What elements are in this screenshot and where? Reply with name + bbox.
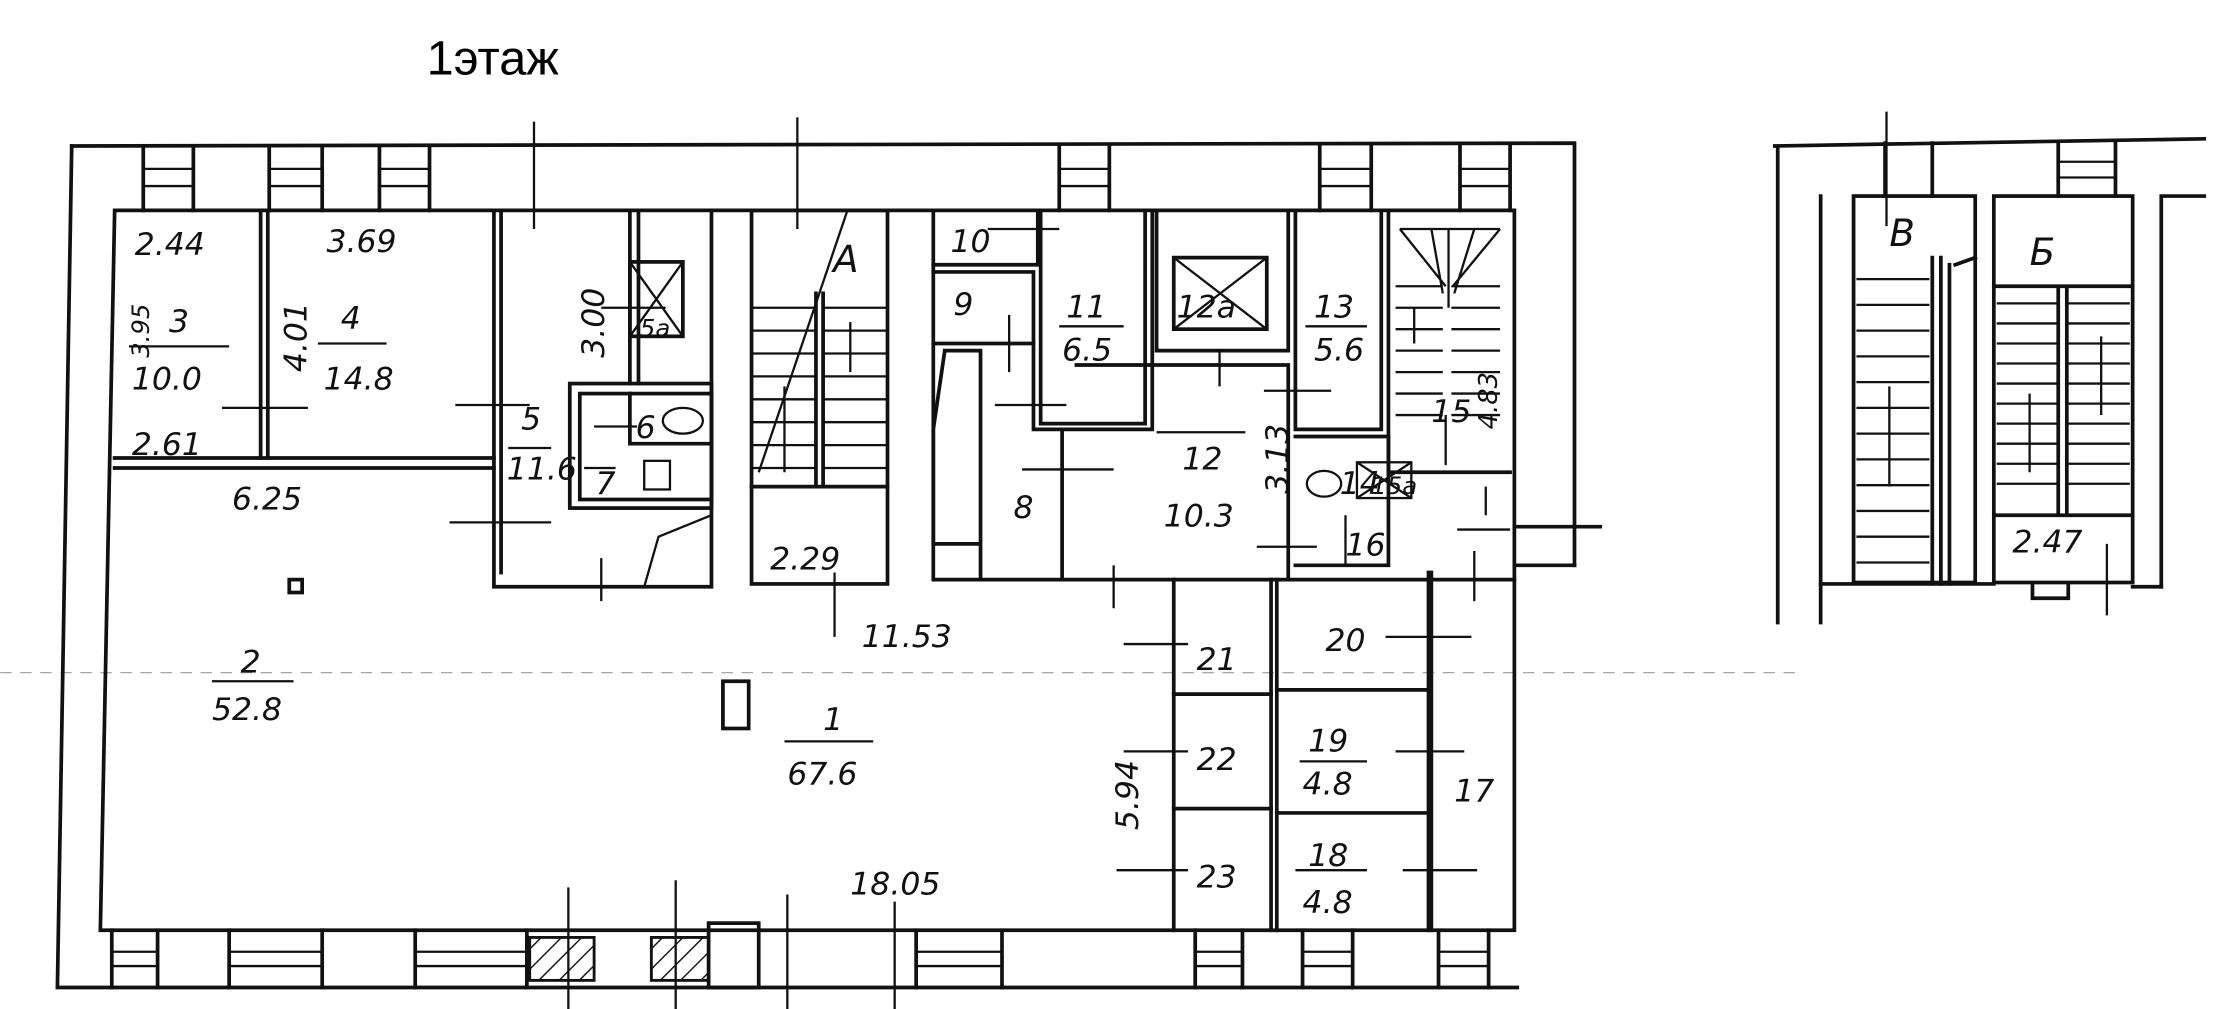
room-5-area: 11.6	[507, 451, 577, 487]
dimension-4-01: 4.01	[278, 302, 314, 372]
room-22-number: 22	[1197, 742, 1237, 778]
room-18-number: 18	[1308, 838, 1348, 874]
stair-b-label: Б	[2030, 230, 2056, 274]
room-7-number: 7	[596, 466, 616, 502]
room-12-area: 10.3	[1164, 499, 1234, 535]
dimension-18-05: 18.05	[850, 867, 940, 903]
room-18-area: 4.8	[1303, 885, 1353, 921]
dimension-2-47: 2.47	[2012, 524, 2082, 560]
dimension-11-53: 11.53	[862, 619, 952, 655]
column	[721, 679, 751, 731]
hatched-column	[649, 936, 711, 982]
room-2-area: 52.8	[212, 692, 282, 728]
dimension-2-44: 2.44	[135, 227, 205, 263]
dimension-3-69: 3.69	[326, 224, 396, 260]
room-15a-number: 15а	[1371, 471, 1417, 500]
room-21-number: 21	[1197, 642, 1237, 678]
room-5a-number: 5а	[640, 313, 670, 342]
floor-title: 1этаж	[427, 31, 560, 85]
leader-lines	[221, 111, 2109, 1009]
room-13-number: 13	[1314, 290, 1354, 326]
room-19-area: 4.8	[1303, 766, 1353, 802]
stair-a-label: А	[831, 237, 858, 281]
entrance-block	[706, 921, 761, 990]
hatched-column	[528, 936, 596, 982]
room-16-number: 16	[1345, 527, 1385, 563]
room-15-number: 15	[1431, 394, 1471, 430]
dimension-3-13: 3.13	[1260, 424, 1296, 494]
dimension-2-29: 2.29	[770, 542, 840, 578]
room-20-number: 20	[1325, 623, 1365, 659]
room-9-number: 9	[953, 287, 973, 323]
dimension-3-00: 3.00	[576, 288, 612, 358]
room-6-number: 6	[636, 410, 656, 446]
room-4-number: 4	[341, 301, 361, 337]
room-4-area: 14.8	[324, 361, 394, 397]
room-12a-number: 12а	[1177, 290, 1236, 326]
room-11-number: 11	[1066, 290, 1106, 326]
column	[287, 577, 305, 595]
room-2-number: 2	[241, 645, 261, 681]
main-building-walls	[55, 141, 1603, 990]
room-14-number: 14	[1340, 466, 1380, 502]
room-5-number: 5	[521, 401, 541, 437]
windows	[109, 141, 2118, 990]
stair-treads	[751, 277, 2130, 564]
room-12-number: 12	[1182, 441, 1222, 477]
room-8-number: 8	[1013, 490, 1033, 526]
right-building-walls	[1772, 136, 2207, 625]
dimension-3-95: 3.95	[126, 304, 155, 358]
room-11-area: 6.5	[1062, 333, 1112, 369]
room-3-area: 10.0	[132, 361, 202, 397]
room-1-area: 67.6	[787, 756, 857, 792]
dimension-6-25: 6.25	[232, 482, 302, 518]
room-1-number: 1	[823, 702, 843, 738]
stair-v-label: В	[1889, 211, 1915, 255]
room-10-number: 10	[950, 224, 990, 260]
room-13-area: 5.6	[1314, 333, 1364, 369]
dimension-5-94: 5.94	[1110, 760, 1146, 830]
room-23-number: 23	[1197, 859, 1237, 895]
room-19-number: 19	[1308, 723, 1348, 759]
fraction-bars	[128, 325, 1367, 872]
dimension-2-61: 2.61	[132, 427, 202, 463]
dimension-4-83: 4.83	[1474, 372, 1504, 429]
room-3-number: 3	[169, 304, 189, 340]
room-17-number: 17	[1454, 773, 1494, 809]
